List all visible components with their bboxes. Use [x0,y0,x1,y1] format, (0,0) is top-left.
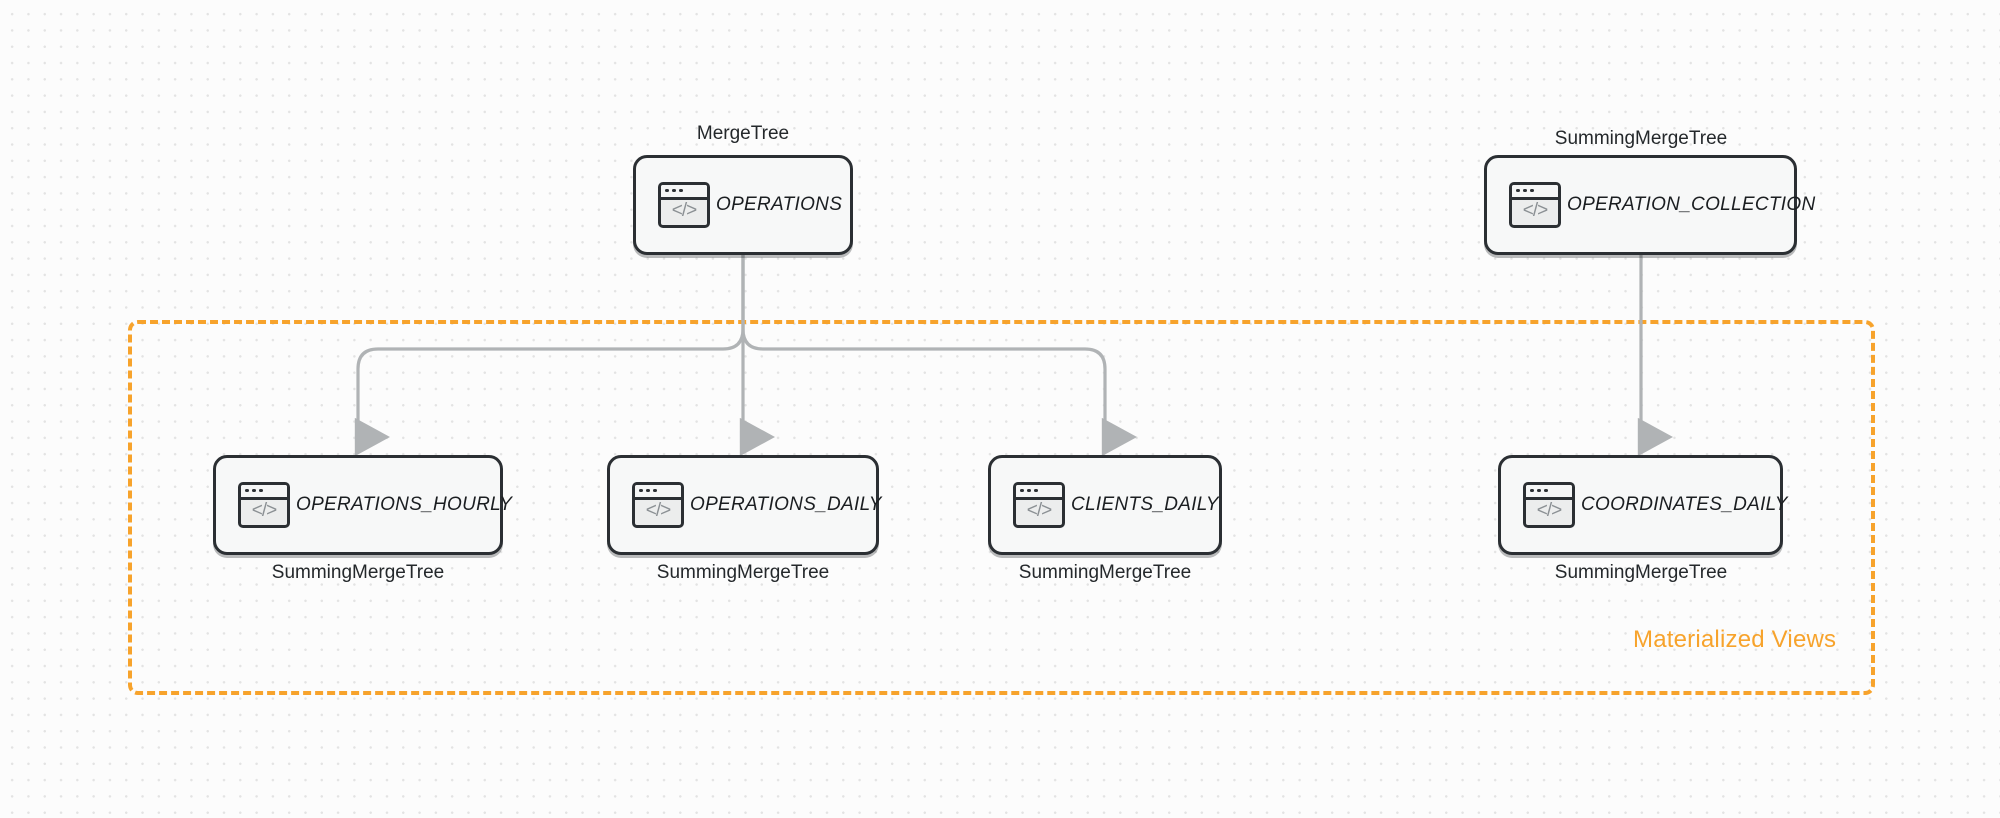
icon-code-glyph: </> [1522,200,1548,221]
icon-code-glyph: </> [671,200,697,221]
node-clients-daily[interactable]: </> CLIENTS_DAILY [988,455,1222,555]
node-operations-daily[interactable]: </> OPERATIONS_DAILY [607,455,881,555]
code-window-icon: </> [658,182,710,228]
node-operations[interactable]: </> OPERATIONS [633,155,853,255]
icon-window-dots [245,488,263,492]
icon-titlebar [1526,485,1572,500]
node-title-coordinates-daily: COORDINATES_DAILY [1581,494,1788,515]
materialized-views-group-label: Materialized Views [1633,626,1837,653]
engine-label-coordinates-daily: SummingMergeTree [1554,562,1728,583]
engine-label-operations-daily: SummingMergeTree [656,562,830,583]
node-title-operation-collection: OPERATION_COLLECTION [1567,194,1816,215]
engine-label-operations-hourly: SummingMergeTree [271,562,445,583]
icon-titlebar [241,485,287,500]
code-window-icon: </> [632,482,684,528]
engine-label-operations: MergeTree [696,123,790,144]
node-operations-hourly[interactable]: </> OPERATIONS_HOURLY [213,455,512,555]
code-window-icon: </> [238,482,290,528]
icon-code-glyph: </> [645,500,671,521]
icon-window-dots [1020,488,1038,492]
engine-label-operation-collection: SummingMergeTree [1554,128,1728,149]
icon-titlebar [661,185,707,200]
code-window-icon: </> [1509,182,1561,228]
icon-titlebar [1016,485,1062,500]
icon-window-dots [639,488,657,492]
node-title-operations: OPERATIONS [716,194,843,215]
node-title-operations-daily: OPERATIONS_DAILY [690,494,882,515]
icon-titlebar [635,485,681,500]
node-coordinates-daily[interactable]: </> COORDINATES_DAILY [1498,455,1787,555]
code-window-icon: </> [1013,482,1065,528]
engine-label-clients-daily: SummingMergeTree [1018,562,1192,583]
icon-window-dots [665,188,683,192]
code-window-icon: </> [1523,482,1575,528]
icon-code-glyph: </> [1536,500,1562,521]
icon-window-dots [1516,188,1534,192]
icon-window-dots [1530,488,1548,492]
node-title-operations-hourly: OPERATIONS_HOURLY [296,494,513,515]
icon-code-glyph: </> [1026,500,1052,521]
node-title-clients-daily: CLIENTS_DAILY [1071,494,1219,515]
icon-titlebar [1512,185,1558,200]
node-operation-collection[interactable]: </> OPERATION_COLLECTION [1484,155,1815,255]
icon-code-glyph: </> [251,500,277,521]
